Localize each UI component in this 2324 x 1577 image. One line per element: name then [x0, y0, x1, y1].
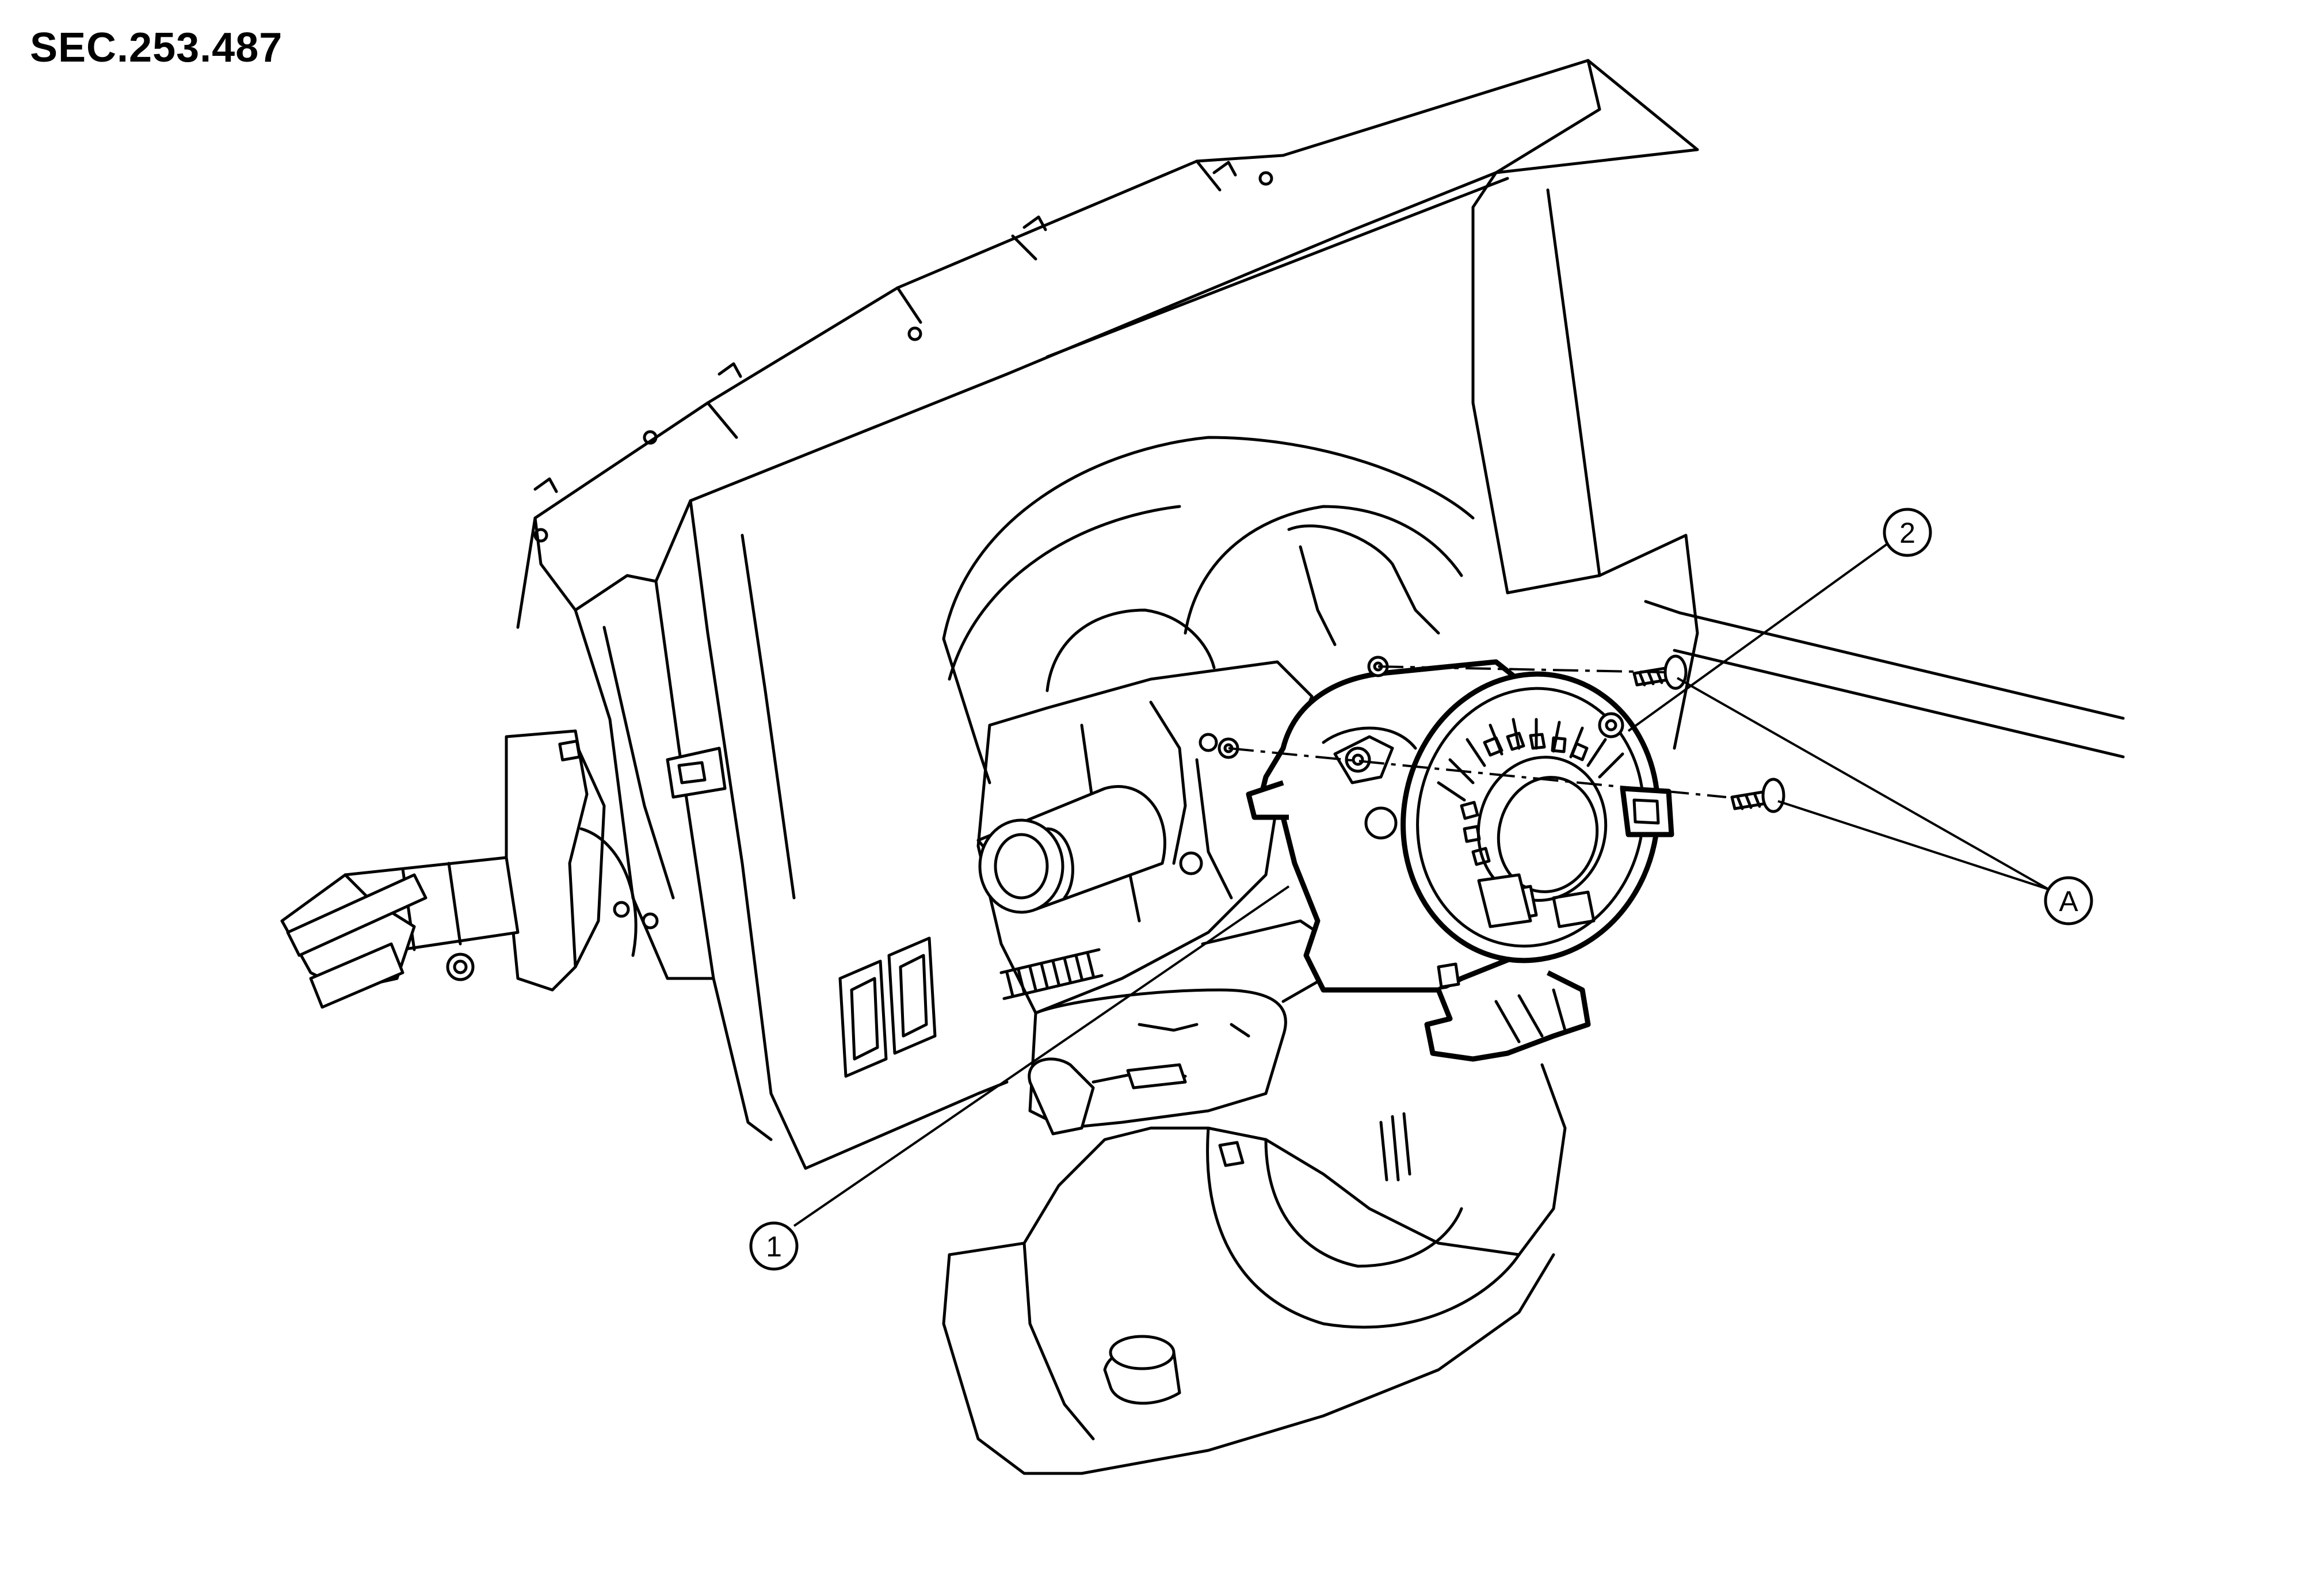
svg-text:1: 1 [766, 1231, 782, 1263]
spiral-cable [1246, 659, 1674, 1062]
steering-shaft-assembly [280, 729, 659, 1009]
svg-text:2: 2 [1899, 517, 1915, 549]
lower-column-cover [942, 1063, 1567, 1475]
callout-a: A [2044, 876, 2093, 925]
steering-shaft-extension [1644, 600, 2125, 759]
section-code: SEC.253.487 [30, 25, 283, 71]
column-bracket [1028, 919, 1337, 1136]
instrument-panel [516, 59, 1699, 1170]
svg-text:A: A [2059, 885, 2078, 917]
callout-2: 2 [1883, 508, 1932, 557]
screw-lower [1730, 778, 1785, 813]
installation-axes [1228, 665, 1727, 798]
spiral-cable-ribs [1437, 718, 1624, 866]
combination-switch [942, 436, 1475, 1015]
leader-lines [793, 543, 2049, 1227]
callout-1: 1 [749, 1221, 799, 1271]
